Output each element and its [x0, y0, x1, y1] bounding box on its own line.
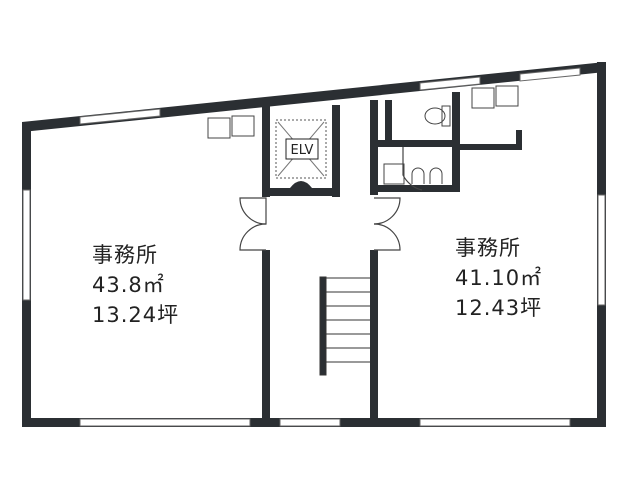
doors	[239, 147, 423, 251]
room-area-m2: 43.8㎡	[92, 273, 165, 297]
room-right: 事務所 41.10㎡ 12.43坪	[455, 233, 542, 323]
fixtures	[207, 85, 519, 185]
partition-right-lower	[370, 250, 378, 422]
room-name: 事務所	[455, 236, 521, 260]
room-area-m2: 41.10㎡	[455, 266, 543, 290]
windows	[22, 67, 606, 427]
partition-left-upper	[262, 105, 270, 197]
elevator: ELV	[275, 119, 327, 188]
stairs	[319, 276, 370, 376]
partition-left-lower	[262, 250, 270, 422]
elevator-label: ELV	[291, 143, 314, 158]
room-name: 事務所	[92, 243, 158, 267]
partition-right-upper	[370, 100, 378, 195]
room-left: 事務所 43.8㎡ 13.24坪	[92, 240, 179, 330]
room-area-tsubo: 13.24坪	[92, 303, 180, 327]
room-area-tsubo: 12.43坪	[455, 296, 543, 320]
